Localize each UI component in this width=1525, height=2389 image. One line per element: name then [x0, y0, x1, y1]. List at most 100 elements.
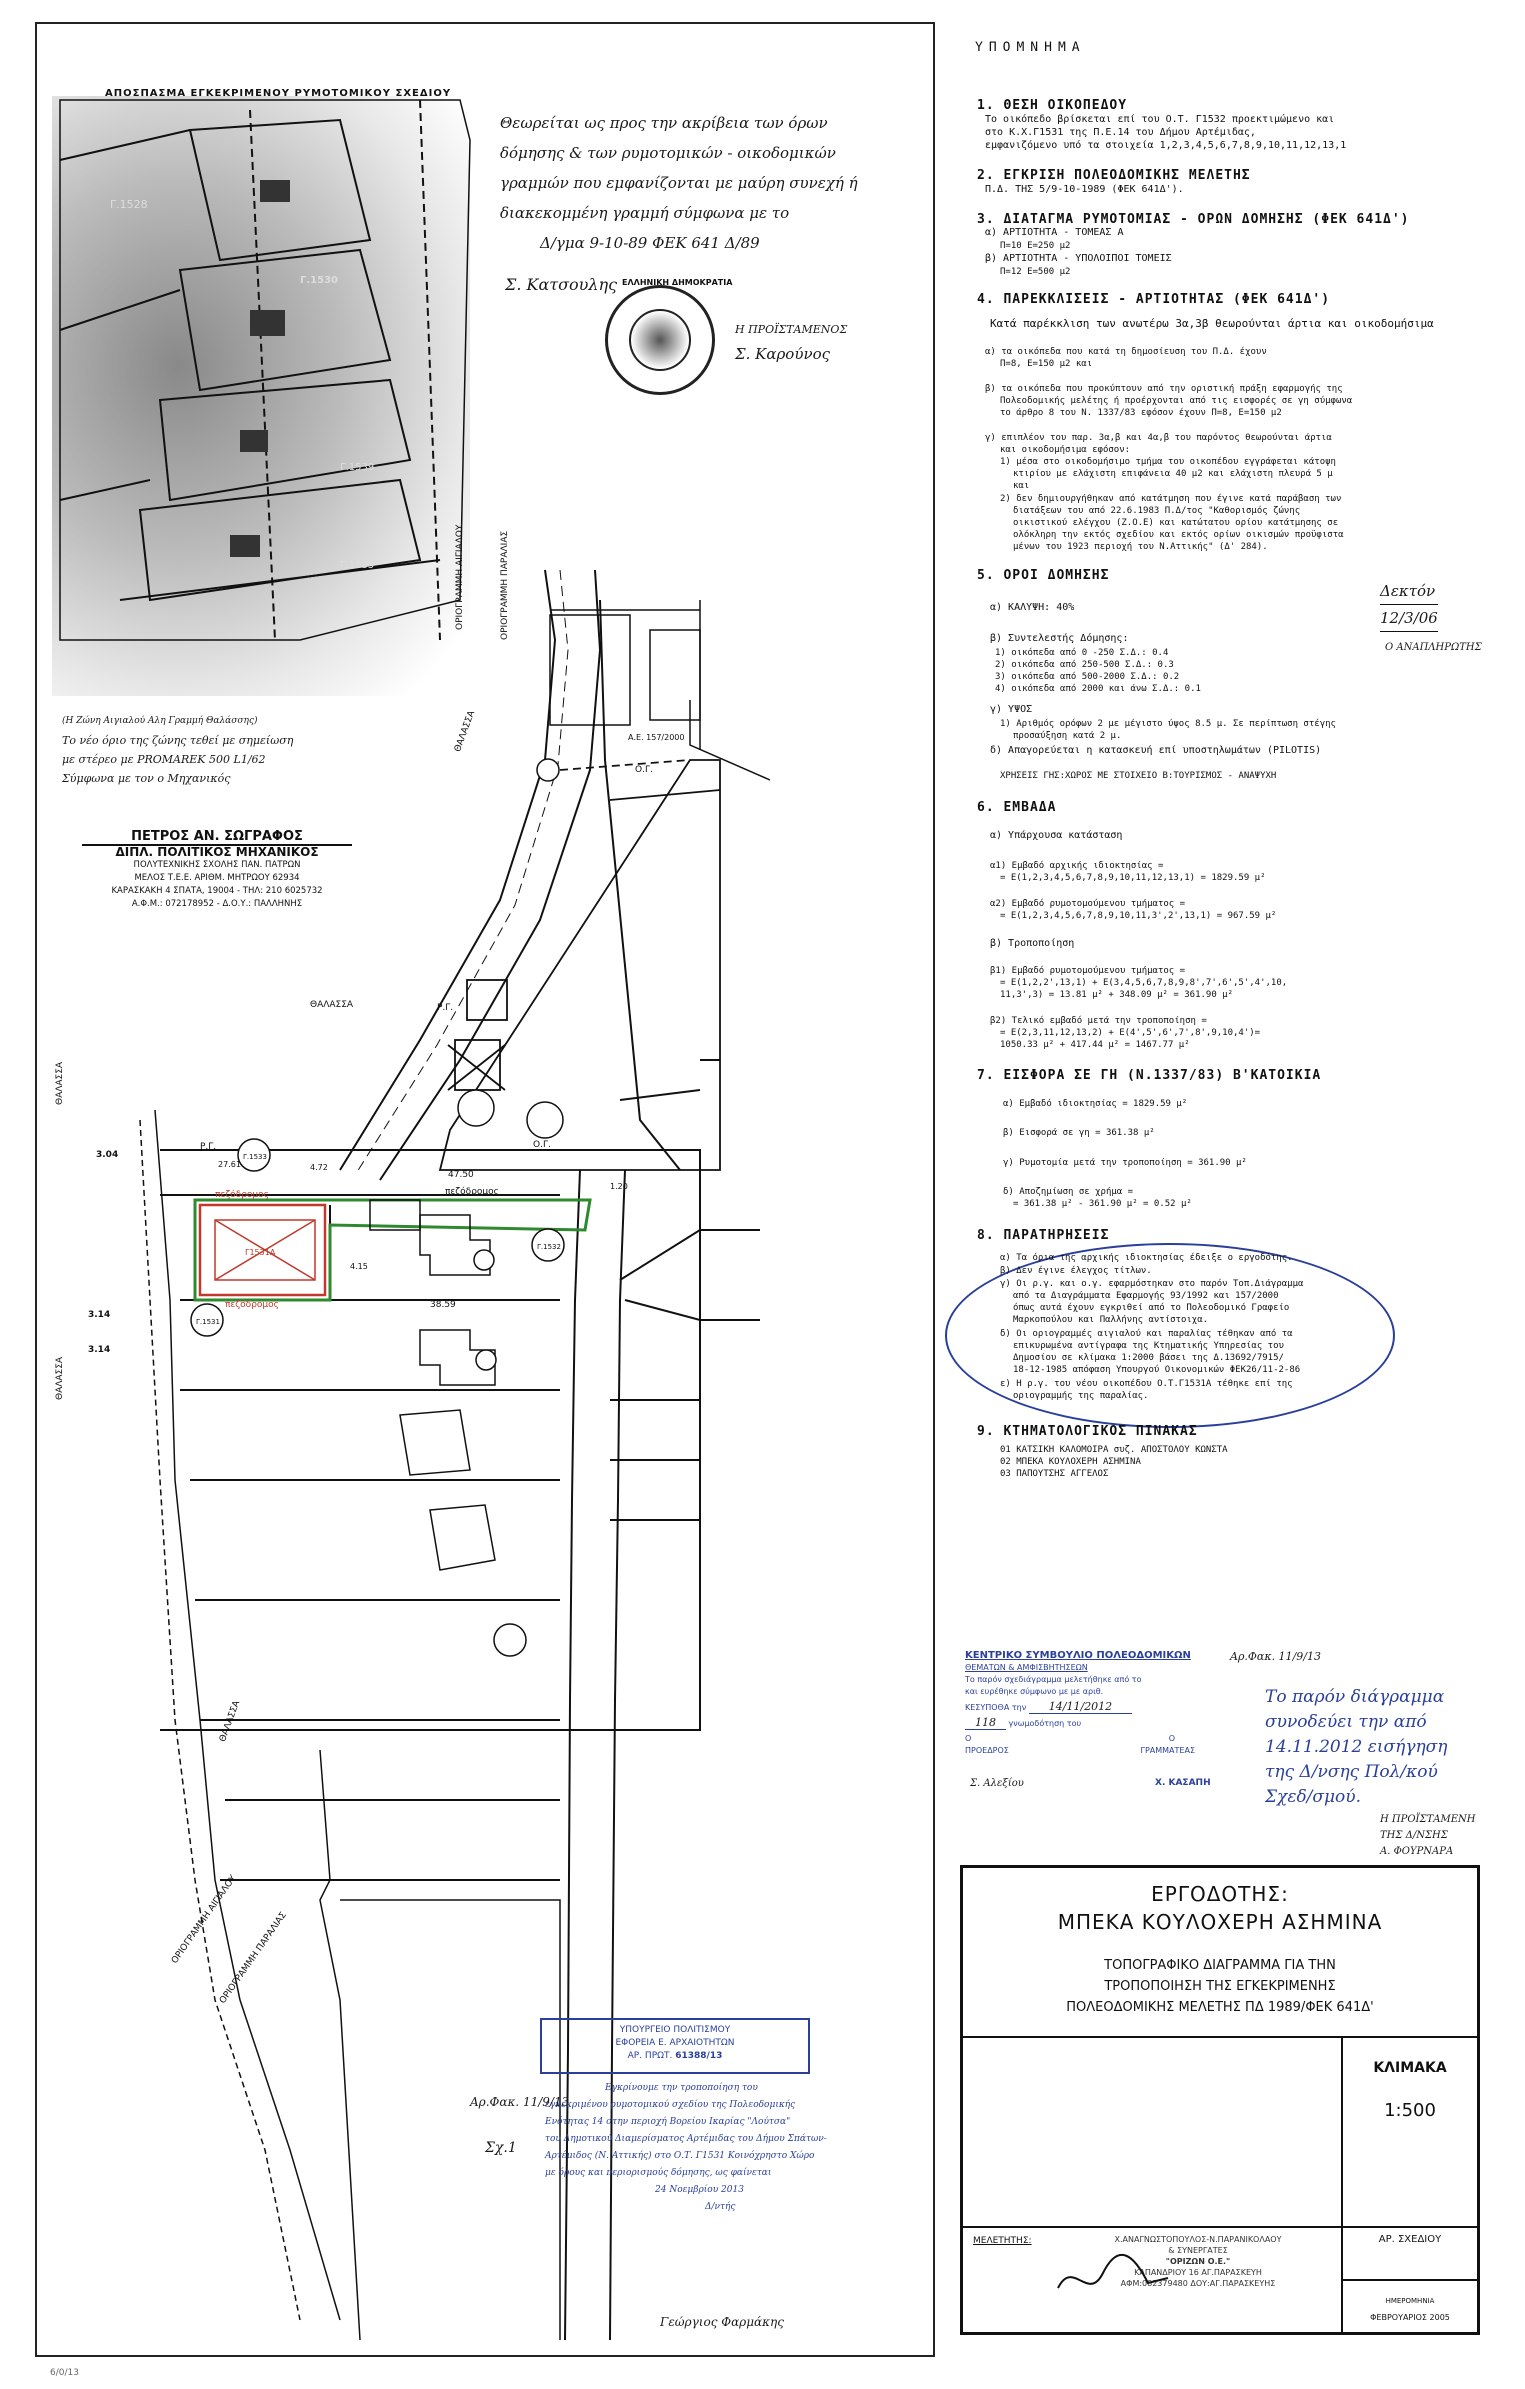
legend-s6-title: 6. ΕΜΒΑΔΑ	[977, 800, 1057, 815]
legend-s6-line: 11,3',3) = 13.81 μ² + 348.09 μ² = 361.90…	[1000, 990, 1233, 1000]
ministry-hand-line: Δ/ντής	[705, 2202, 736, 2212]
study-name-3: "ΟΡΙΖΩΝ Ο.Ε."	[1165, 2257, 1231, 2266]
drawing-label: ΑΡ. ΣΧΕΔΙΟΥ	[1378, 2234, 1442, 2245]
scale-label: ΚΛΙΜΑΚΑ	[1373, 2060, 1447, 2076]
legend-s8-line: Μαρκοπούλου και Παλλήνης αντίστοιχα.	[1013, 1315, 1209, 1325]
legend-s6-line: β2) Τελικό εμβαδό μετά την τροποποίηση =	[990, 1016, 1207, 1026]
label-dim-2761: 27.61	[218, 1160, 241, 1169]
legend-s5-line: β) Συντελεστής Δόμησης:	[990, 633, 1129, 644]
hand-right-sig-line: Α. ΦΟΥΡΝΑΡΑ	[1380, 1846, 1454, 1857]
hand-received: Δεκτόν 12/3/06	[1380, 578, 1438, 632]
legend-s8-line: από τα Διαγράμματα Εφαρμογής 93/1992 και…	[1013, 1291, 1279, 1301]
engineer-name: ΠΕΤΡΟΣ ΑΝ. ΣΩΓΡΑΦΟΣ	[82, 830, 352, 846]
legend-s4-line: οικιστικού ελέγχου (Ζ.Ο.Ε) και κατώτατου…	[1013, 518, 1339, 528]
legend-s5-line: 2) οικόπεδα από 250-500 Σ.Δ.: 0.3	[995, 660, 1174, 670]
hand-right-line: συνοδεύει την από	[1265, 1712, 1427, 1732]
legend-s8-title: 8. ΠΑΡΑΤΗΡΗΣΕΙΣ	[977, 1228, 1110, 1243]
legend-s4-line: το άρθρο 8 του Ν. 1337/83 εφόσον έχουν Π…	[1000, 408, 1282, 418]
hand-right-sig: Η ΠΡΟΪΣΤΑΜΕΝΗ ΤΗΣ Δ/ΝΣΗΣ Α. ΦΟΥΡΝΑΡΑ	[1380, 1812, 1475, 1860]
ministry-stamp: ΥΠΟΥΡΓΕΙΟ ΠΟΛΙΤΙΣΜΟΥ ΕΦΟΡΕΙΑ Ε. ΑΡΧΑΙΟΤΗ…	[540, 2018, 810, 2074]
legend-s5-line: α) ΚΑΛΥΨΗ: 40%	[990, 602, 1075, 613]
handnote-mid-line: Το νέο όριο της ζώνης τεθεί με σημείωση	[62, 734, 294, 747]
handnote-mid-line: με στέρεο με PROMAREK 500 L1/62	[62, 753, 266, 766]
label-rg-2: Ρ.Γ.	[200, 1142, 217, 1152]
tb-drawing-cell: ΑΡ. ΣΧΕΔΙΟΥ	[1342, 2227, 1478, 2280]
study-signature	[1057, 2253, 1169, 2289]
engineer-school: ΠΟΛΥΤΕΧΝΙΚΗΣ ΣΧΟΛΗΣ ΠΑΝ. ΠΑΤΡΩΝ	[133, 860, 301, 870]
study-name-1: Χ.ΑΝΑΓΝΩΣΤΟΠΟΥΛΟΣ-Ν.ΠΑΡΑΝΙΚΟΛΑΟΥ	[1114, 2235, 1282, 2244]
handnote-head-line: Σ. Καρούνος	[735, 345, 830, 363]
legend-s1-line: εμφανιζόμενο υπό τα στοιχεία 1,2,3,4,5,6…	[985, 140, 1347, 151]
legend-s6-line: = Ε(1,2,3,4,5,6,7,8,9,10,11,3',2',13,1) …	[1000, 911, 1277, 921]
round-seal-text: ΕΛΛΗΝΙΚΗ ΔΗΜΟΚΡΑΤΙΑ	[622, 278, 733, 287]
ministry-protocol-label: ΑΡ. ΠΡΩΤ.	[627, 2051, 673, 2061]
tb-date-cell: ΗΜΕΡΟΜΗΝΙΑ ΦΕΒΡΟΥΑΡΙΟΣ 2005	[1342, 2280, 1478, 2333]
study-addr: ΚΑΠΑΝΔΡΙΟΥ 16 ΑΓ.ΠΑΡΑΣΚΕΥΗ	[1134, 2268, 1262, 2277]
footer-note: 6/0/13	[50, 2368, 79, 2378]
ministry-hand-line: με όρους και περιορισμούς δόμησης, ως φα…	[545, 2168, 772, 2178]
notes-oval	[945, 1243, 1395, 1428]
legend-s2-title: 2. ΕΓΚΡΙΣΗ ΠΟΛΕΟΔΟΜΙΚΗΣ ΜΕΛΕΤΗΣ	[977, 168, 1251, 183]
handnote-top-line: δόμησης & των ρυμοτομικών - οικοδομικών	[500, 144, 836, 162]
ministry-signature: Γεώργιος Φαρμάκης	[660, 2315, 784, 2329]
kesyp-row: ΚΕΣΥΠΟΘΑ την 14/11/2012	[965, 1700, 1235, 1714]
handnote-head: Η ΠΡΟΪΣΤΑΜΕΝΟΣ Σ. Καρούνος	[735, 318, 847, 366]
legend-s6-line: = Ε(1,2,2',13,1) + Ε(3,4,5,6,7,8,9,8',7'…	[1000, 978, 1288, 988]
handnote-top: Θεωρείται ως προς την ακρίβεια των όρων …	[500, 108, 930, 258]
map-frame	[35, 22, 935, 2357]
kesyp-row: ΠΡΟΕΔΡΟΣ ΓΡΑΜΜΑΤΕΑΣ	[965, 1745, 1235, 1757]
legend-s9-title: 9. ΚΤΗΜΑΤΟΛΟΓΙΚΟΣ ΠΙΝΑΚΑΣ	[977, 1424, 1198, 1439]
handnote-signature: Σ. Κατσουλης	[505, 275, 618, 294]
tb-scale-cell: ΚΛΙΜΑΚΑ 1:500	[1342, 2037, 1478, 2227]
legend-s4-line: Π=8, Ε=150 μ2 και	[1000, 359, 1093, 369]
kesyp-line: και ευρέθηκε σύμφωνο με με αριθ.	[965, 1687, 1104, 1696]
project-desc-3: ΠΟΛΕΟΔΟΜΙΚΗΣ ΜΕΛΕΤΗΣ ΠΔ 1989/ΦΕΚ 641Δ'	[1066, 2000, 1374, 2015]
round-seal	[605, 285, 715, 395]
handnote-mid-line: Σύμφωνα με τον ο Μηχανικός	[62, 772, 231, 785]
legend-s4-line: 1) μέσα στο οικοδομήσιμο τμήμα του οικοπ…	[1000, 457, 1336, 467]
kesyp-line: ΠΡΟΕΔΡΟΣ	[965, 1746, 1009, 1755]
legend-s5-line: ΧΡΗΣΕΙΣ ΓΗΣ:ΧΩΡΟΣ ΜΕ ΣΤΟΙΧΕΙΟ Β:ΤΟΥΡΙΣΜΟ…	[1000, 771, 1277, 781]
legend-s8-line: οριογραμμής της παραλίας.	[1013, 1391, 1149, 1401]
kesyp-line: ΓΡΑΜΜΑΤΕΑΣ	[1140, 1746, 1196, 1755]
handnote-top-line: Δ/γμα 9-10-89 ΦΕΚ 641 Δ/89	[540, 234, 760, 252]
hand-received-line: 12/3/06	[1380, 604, 1438, 632]
project-desc-2: ΤΡΟΠΟΠΟΙΗΣΗ ΤΗΣ ΕΓΚΕΚΡΙΜΕΝΗΣ	[1104, 1979, 1336, 1994]
engineer-stamp: ΠΕΤΡΟΣ ΑΝ. ΣΩΓΡΑΦΟΣ ΔΙΠΛ. ΠΟΛΙΤΙΚΟΣ ΜΗΧΑ…	[82, 830, 352, 911]
kesyp-stamp: ΚΕΝΤΡΙΚΟ ΣΥΜΒΟΥΛΙΟ ΠΟΛΕΟΔΟΜΙΚΩΝ ΘΕΜΑΤΩΝ …	[965, 1650, 1235, 1757]
kesyp-line: Ο	[965, 1734, 972, 1743]
label-kx-1533: Γ.1533	[243, 1153, 267, 1161]
legend-s3-line: Π=12 Ε=500 μ2	[1000, 267, 1071, 277]
legend-s6-line: = Ε(2,3,11,12,13,2) + Ε(4',5',6',7',8',9…	[1000, 1028, 1261, 1038]
legend-s4-line: γ) επιπλέον του παρ. 3α,β και 4α,β του π…	[985, 433, 1332, 443]
ministry-left-note-1: Αρ.Φακ. 11/9/13	[470, 2095, 570, 2109]
label-dim-415: 4.15	[350, 1262, 368, 1271]
engineer-address: ΚΑΡΑΣΚΑΚΗ 4 ΣΠΑΤΑ, 19004 - ΤΗΛ: 210 6025…	[111, 886, 323, 896]
label-kx-1531: Γ.1531	[196, 1318, 220, 1326]
study-label: ΜΕΛΕΤΗΤΗΣ:	[973, 2236, 1032, 2246]
legend-s5-line: δ) Απαγορεύεται η κατασκευή επί υποστηλω…	[990, 745, 1322, 756]
legend-s7-title: 7. ΕΙΣΦΟΡΑ ΣΕ ΓΗ (Ν.1337/83) Β'ΚΑΤΟΙΚΙΑ	[977, 1068, 1322, 1083]
legend-s4-line: 2) δεν δημιουργήθηκαν από κατάτμηση που …	[1000, 494, 1342, 504]
label-dim-4750: 47.50	[448, 1170, 474, 1180]
engineer-afm: Α.Φ.Μ.: 072178952 - Δ.Ο.Υ.: ΠΑΛΛΗΝΗΣ	[131, 899, 303, 909]
hand-right-line: Σχεδ/σμού.	[1265, 1787, 1362, 1807]
legend-s4-line: μένων του 1923 περιοχή του Ν.Αττικής" (Δ…	[1013, 542, 1268, 552]
label-kx-1530: Γ.1530	[300, 275, 339, 286]
label-rg-1: Ρ.Γ.	[437, 1003, 454, 1013]
handnote-mid-line: (Η Ζώνη Αιγιαλού Αλη Γραμμή Θαλάσσης)	[62, 716, 258, 726]
label-kx-1539: Γ.1539	[340, 462, 375, 473]
legend-s7-line: γ) Ρυμοτομία μετά την τροποποίηση = 361.…	[1003, 1158, 1247, 1168]
ministry-hand-line: Αρτέμιδος (Ν. Αττικής) στο Ο.Τ. Γ1531 Κο…	[545, 2151, 815, 2161]
legend-s8-line: όπως αυτά έχουν εγκριθεί από το Πολεοδομ…	[1013, 1303, 1290, 1313]
legend-s7-line: β) Εισφορά σε γη = 361.38 μ²	[1003, 1128, 1155, 1138]
legend-s6-line: β) Τροποποίηση	[990, 938, 1075, 949]
label-dim-314b: 3.14	[88, 1345, 111, 1355]
kesyp-sig-left: Σ. Αλεξίου	[970, 1778, 1024, 1789]
ministry-protocol: ΑΡ. ΠΡΩΤ. 61388/13	[542, 2050, 808, 2063]
legend-s3-line: β) ΑΡΤΙΟΤΗΤΑ - ΥΠΟΛΟΙΠΟΙ ΤΟΜΕΙΣ	[985, 253, 1172, 264]
legend-title: ΥΠΟΜΝΗΜΑ	[975, 40, 1086, 55]
legend-s6-line: α) Υπάρχουσα κατάσταση	[990, 830, 1123, 841]
hand-right-sig-line: Η ΠΡΟΪΣΤΑΜΕΝΗ	[1380, 1814, 1476, 1825]
